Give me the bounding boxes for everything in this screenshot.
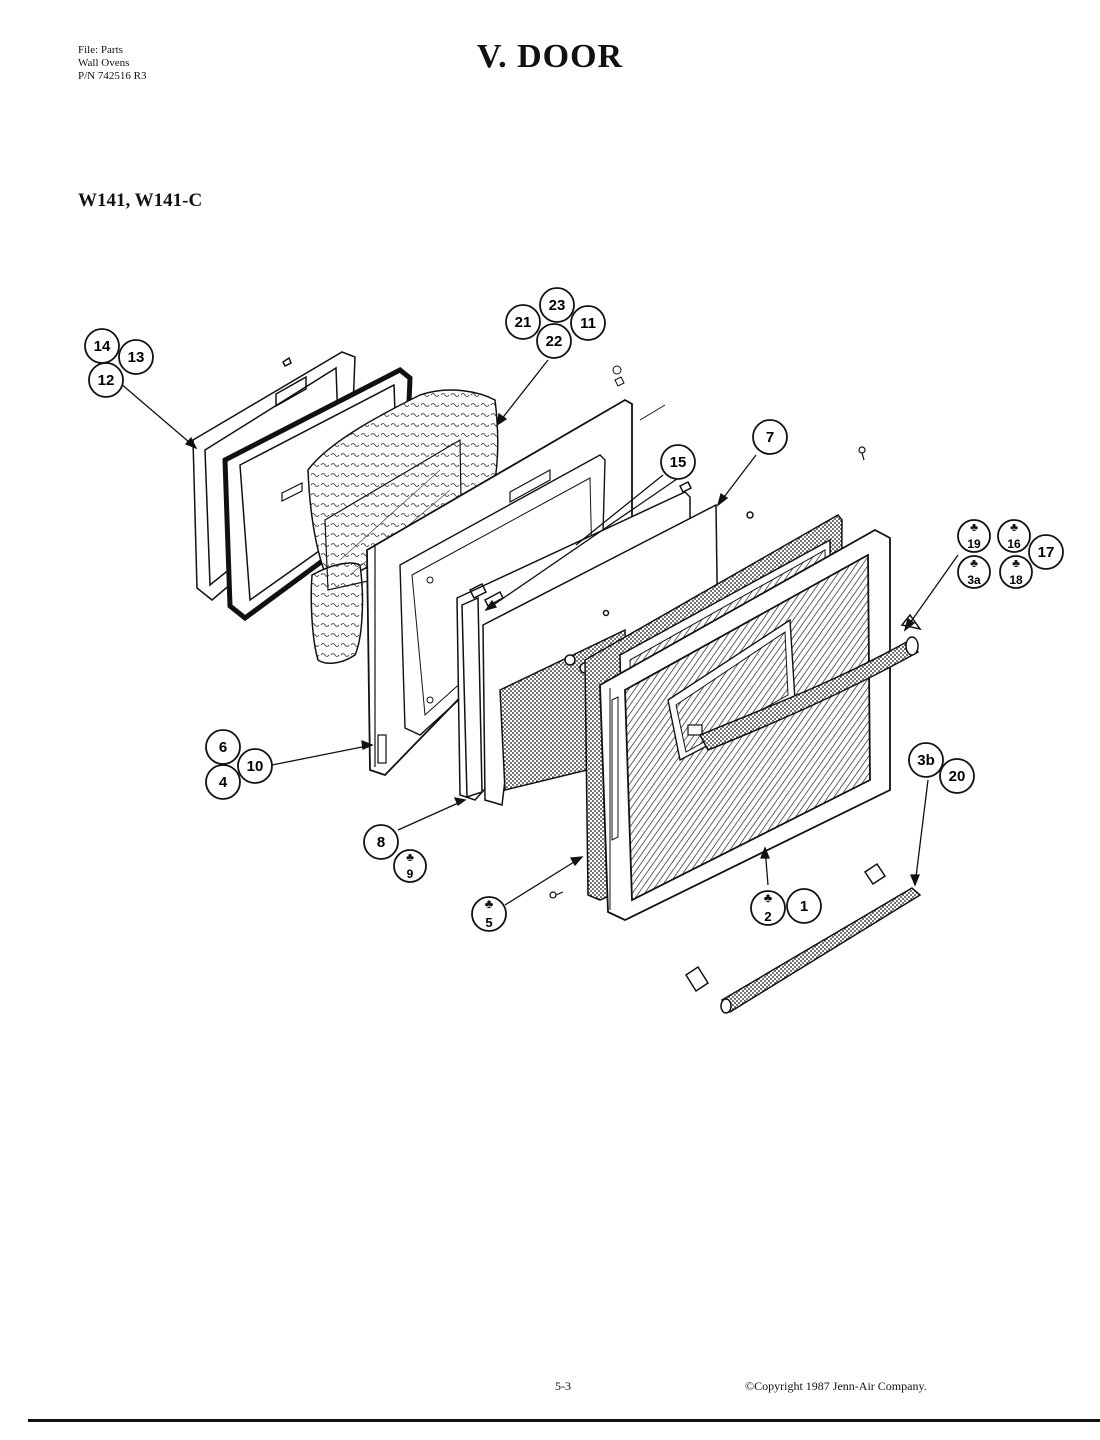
svg-text:20: 20 [949,768,966,785]
callout-21: 21 [505,304,541,340]
screws [549,446,866,899]
svg-text:5: 5 [485,915,492,930]
svg-text:21: 21 [515,314,532,331]
callout-3a: ♣ 3a [957,555,991,589]
svg-text:♣: ♣ [485,896,494,911]
svg-text:16: 16 [1007,537,1021,551]
callout-3b: 3b [908,742,944,778]
callout-19: ♣ 19 [957,519,991,553]
svg-text:3a: 3a [967,573,981,587]
svg-text:17: 17 [1038,544,1055,561]
svg-text:2: 2 [764,909,771,924]
callout-22: 22 [536,323,572,359]
svg-text:14: 14 [94,338,111,355]
callout-10: 10 [237,748,273,784]
svg-text:18: 18 [1009,573,1023,587]
bottom-rule [28,1419,1100,1422]
callout-2: ♣ 2 [750,890,786,926]
callout-14: 14 [84,328,120,364]
svg-text:6: 6 [219,739,227,756]
svg-text:♣: ♣ [1012,556,1020,570]
svg-text:13: 13 [128,349,145,366]
svg-text:7: 7 [766,429,774,446]
copyright-notice: ©Copyright 1987 Jenn-Air Company. [745,1379,927,1393]
callout-1: 1 [786,888,822,924]
page-title: V. DOOR [476,38,624,75]
svg-text:15: 15 [670,454,687,471]
svg-text:♣: ♣ [764,890,773,905]
page-number: 5-3 [555,1379,571,1393]
callout-4: 4 [205,764,241,800]
insulation-batt [307,389,499,665]
callout-12: 12 [88,362,124,398]
file-line-3: P/N 742516 R3 [78,70,147,82]
svg-text:12: 12 [98,372,115,389]
svg-text:4: 4 [219,774,228,791]
callout-13: 13 [118,339,154,375]
model-numbers: W141, W141-C [78,190,203,211]
vent-strip [684,862,922,1014]
file-line-2: Wall Ovens [78,57,130,69]
svg-text:9: 9 [407,867,414,881]
callout-5: ♣ 5 [471,896,507,932]
file-line-1: File: Parts [78,44,123,56]
callout-17: 17 [1028,534,1064,570]
svg-text:3b: 3b [917,752,935,769]
callout-8: 8 [363,824,399,860]
callout-7: 7 [752,419,788,455]
svg-text:19: 19 [967,537,981,551]
callout-11: 11 [570,305,606,341]
svg-text:11: 11 [580,315,596,332]
callout-20: 20 [939,758,975,794]
file-info: File: Parts Wall Ovens P/N 742516 R3 [78,44,146,83]
svg-text:23: 23 [549,297,566,314]
svg-text:♣: ♣ [1010,520,1018,534]
callout-18: ♣ 18 [999,555,1033,589]
leader-lines [119,359,959,906]
callout-16: ♣ 16 [997,519,1031,553]
svg-text:♣: ♣ [970,520,978,534]
callout-15: 15 [660,444,696,480]
svg-text:10: 10 [247,758,264,775]
svg-text:22: 22 [546,333,563,350]
svg-text:♣: ♣ [970,556,978,570]
callout-9: ♣ 9 [393,849,427,883]
svg-text:1: 1 [800,898,808,915]
callout-6: 6 [205,729,241,765]
svg-text:♣: ♣ [406,850,414,864]
callout-23: 23 [539,287,575,323]
svg-text:8: 8 [377,834,385,851]
